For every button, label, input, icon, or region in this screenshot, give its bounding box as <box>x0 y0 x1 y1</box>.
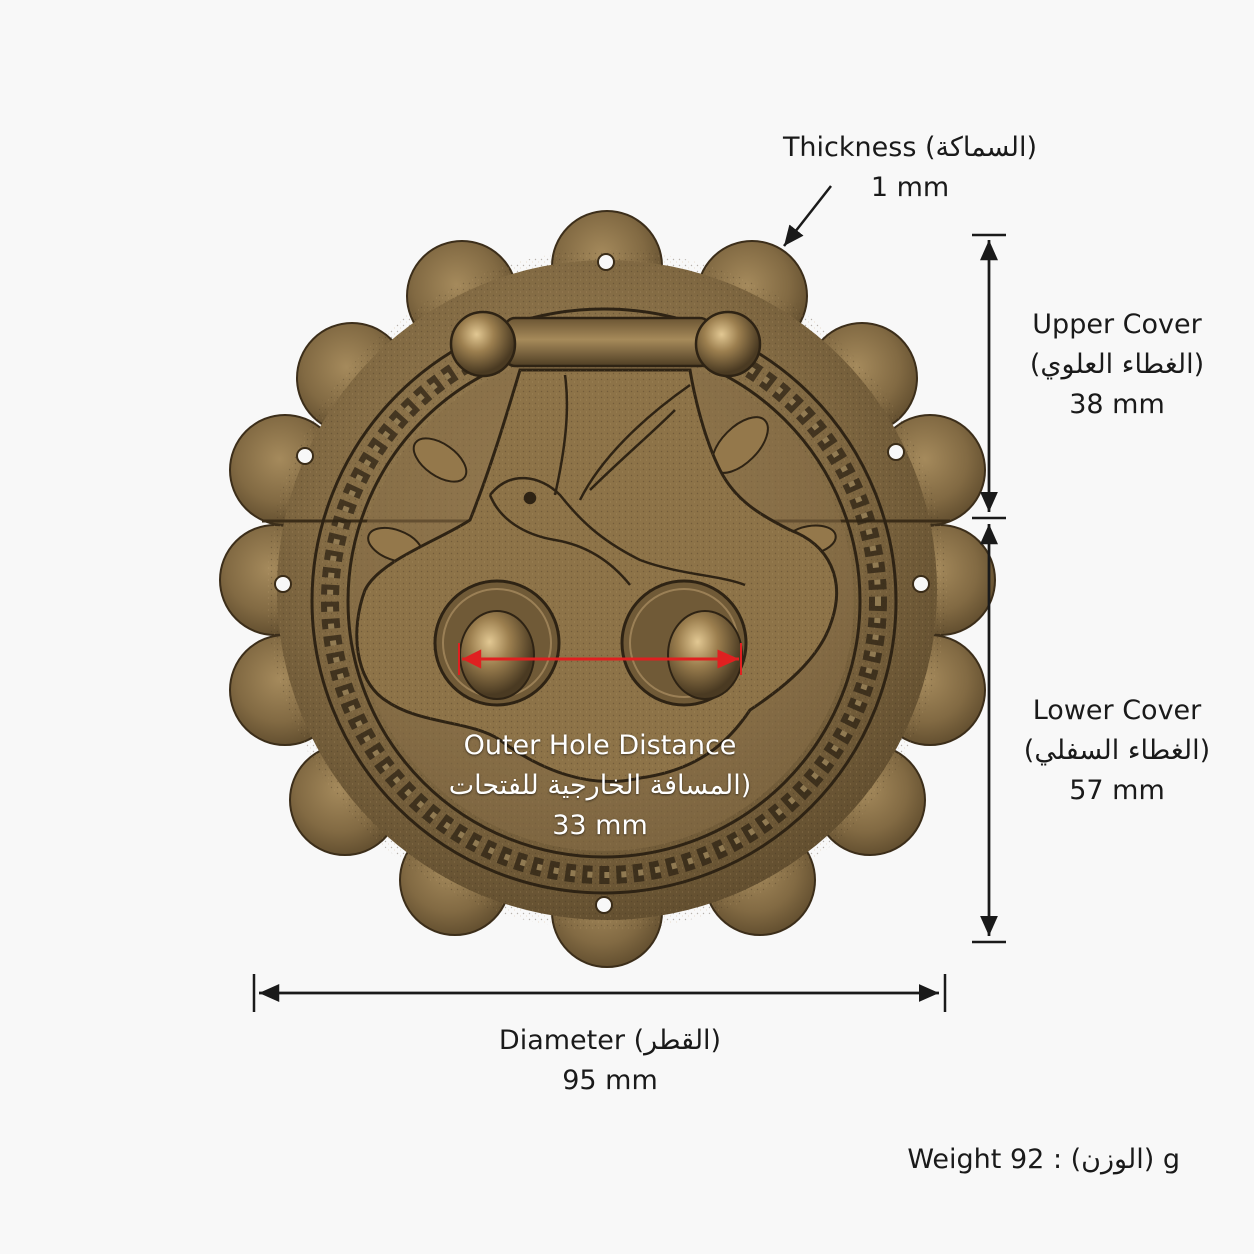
lower-cover-label: Lower Cover (الغطاء السفلي) 57 mm <box>1012 691 1222 811</box>
outer-hole-distance-value: 33 mm <box>552 810 648 841</box>
thickness-value: 1 mm <box>870 172 950 203</box>
diameter-label: Diameter (القطر) 95 mm <box>450 1021 770 1101</box>
weight-separator: : <box>1052 1144 1063 1175</box>
bird-engraving <box>488 374 746 587</box>
weight-arabic: (الوزن) <box>1070 1144 1155 1175</box>
lower-cover-arabic: (الغطاء السفلي) <box>1023 735 1211 766</box>
hinge-barrel <box>449 310 762 378</box>
upper-cover-arabic: (الغطاء العلوي) <box>1029 349 1205 380</box>
diameter-value: 95 mm <box>562 1065 658 1096</box>
thickness-arabic: (السماكة) <box>924 132 1038 163</box>
thickness-title: Thickness <box>782 132 917 163</box>
weight-label: Weight (الوزن) : 92 g <box>880 1140 1180 1180</box>
diameter-dimension-line <box>252 974 947 1012</box>
outer-hole-distance-label: Outer Hole Distance (المسافة الخارجية لل… <box>420 726 780 846</box>
upper-cover-label: Upper Cover (الغطاء العلوي) 38 mm <box>1012 305 1222 425</box>
height-dimension-lines <box>972 233 1006 944</box>
mounting-holes <box>274 253 930 914</box>
lower-cover-title: Lower Cover <box>1032 695 1202 726</box>
lower-cover-value: 57 mm <box>1069 775 1165 806</box>
upper-cover-value: 38 mm <box>1069 389 1165 420</box>
diameter-arabic: (القطر) <box>633 1025 722 1056</box>
thickness-label: Thickness (السماكة) 1 mm <box>760 128 1060 208</box>
weight-title: Weight <box>907 1144 1002 1175</box>
outer-hole-distance-title: Outer Hole Distance <box>463 730 737 761</box>
upper-cover-title: Upper Cover <box>1032 309 1202 340</box>
thickness-pointer <box>783 185 832 247</box>
outer-hole-distance-arabic: (المسافة الخارجية للفتحات <box>448 770 752 801</box>
weight-value: 92 g <box>1009 1144 1180 1175</box>
hole-distance-arrow <box>458 643 742 675</box>
diameter-title: Diameter <box>498 1025 625 1056</box>
